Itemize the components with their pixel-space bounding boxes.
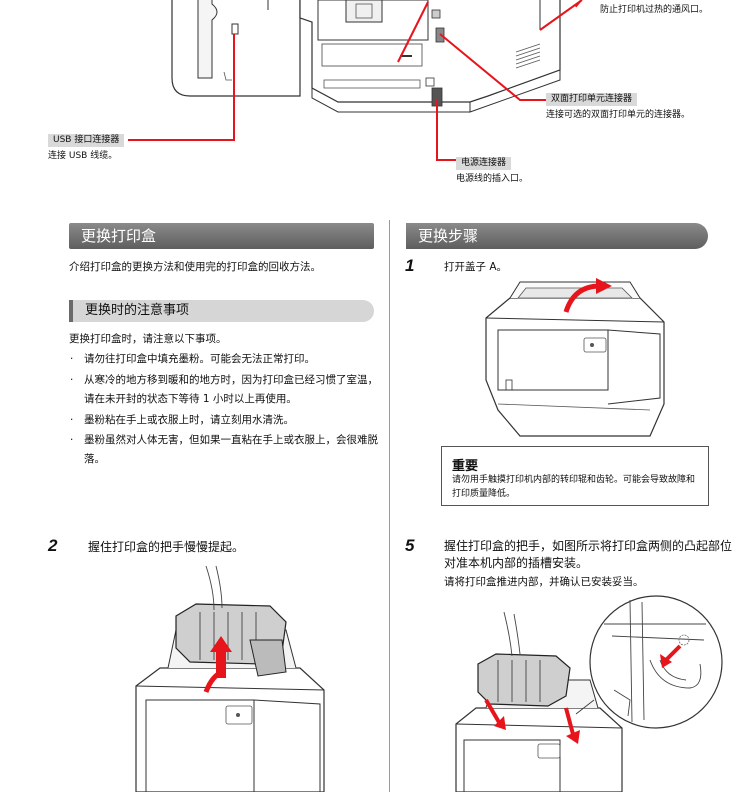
step-5-text: 握住打印盒的把手，如图所示将打印盒两侧的凸起部位对准本机内部的插槽安装。 [444, 539, 733, 570]
note-text: 墨粉虽然对人体无害，但如果一直粘在手上或衣服上，会很难脱落。 [84, 434, 378, 465]
note-text: 墨粉粘在手上或衣服上时，请立刻用水清洗。 [84, 414, 294, 426]
step-5-number: 5 [405, 536, 415, 555]
notes-intro: 更换打印盒时，请注意以下事项。 [69, 333, 227, 345]
callout-lines [128, 0, 583, 161]
section-title-replace-cartridge: 更换打印盒 [69, 223, 374, 249]
note-text: 请勿往打印盒中填充墨粉。可能会无法正常打印。 [84, 353, 315, 365]
duplex-connector-label: 双面打印单元连接器 [546, 93, 638, 106]
important-title: 重要 [452, 459, 479, 474]
note-item: · 墨粉粘在手上或衣服上时，请立刻用水清洗。 [70, 411, 384, 430]
important-text: 请勿用手触摸打印机内部的转印辊和齿轮。可能会导致故障和打印质量降低。 [452, 475, 696, 499]
notes-title: 更换时的注意事项 [69, 300, 374, 322]
bullet-dot: · [70, 414, 74, 426]
step-1-text: 打开盖子 A。 [444, 261, 508, 273]
usb-connector-label: USB 接口连接器 [48, 134, 125, 147]
bullet-dot: · [70, 374, 74, 386]
step-2-number: 2 [48, 536, 58, 555]
power-connector-label: 电源连接器 [456, 157, 512, 170]
section-intro: 介绍打印盒的更换方法和使用完的打印盒的回收方法。 [69, 261, 321, 273]
note-item: · 请勿往打印盒中填充墨粉。可能会无法正常打印。 [70, 350, 384, 369]
column-divider [389, 220, 390, 792]
step-5-subtext: 请将打印盒推进内部，并确认已安装妥当。 [444, 576, 644, 588]
bullet-dot: · [70, 353, 74, 365]
section-title-steps: 更换步骤 [406, 223, 708, 249]
vent-description: 防止打印机过热的通风口。 [600, 5, 709, 15]
important-notice-box: 重要 请勿用手触摸打印机内部的转印辊和齿轮。可能会导致故障和打印质量降低。 [441, 446, 709, 506]
usb-connector-description: 连接 USB 线缆。 [48, 151, 118, 161]
bullet-dot: · [70, 434, 74, 446]
step-2-text: 握住打印盒的把手慢慢提起。 [88, 540, 245, 554]
note-text: 从寒冷的地方移到暖和的地方时，因为打印盒已经习惯了室温，请在未开封的状态下等待 … [84, 374, 378, 405]
power-connector-description: 电源线的插入口。 [456, 174, 529, 184]
note-item: · 从寒冷的地方移到暖和的地方时，因为打印盒已经习惯了室温，请在未开封的状态下等… [70, 371, 380, 409]
duplex-connector-description: 连接可选的双面打印单元的连接器。 [546, 110, 691, 120]
step-1-number: 1 [405, 256, 415, 275]
note-item: · 墨粉虽然对人体无害，但如果一直粘在手上或衣服上，会很难脱落。 [70, 431, 380, 469]
